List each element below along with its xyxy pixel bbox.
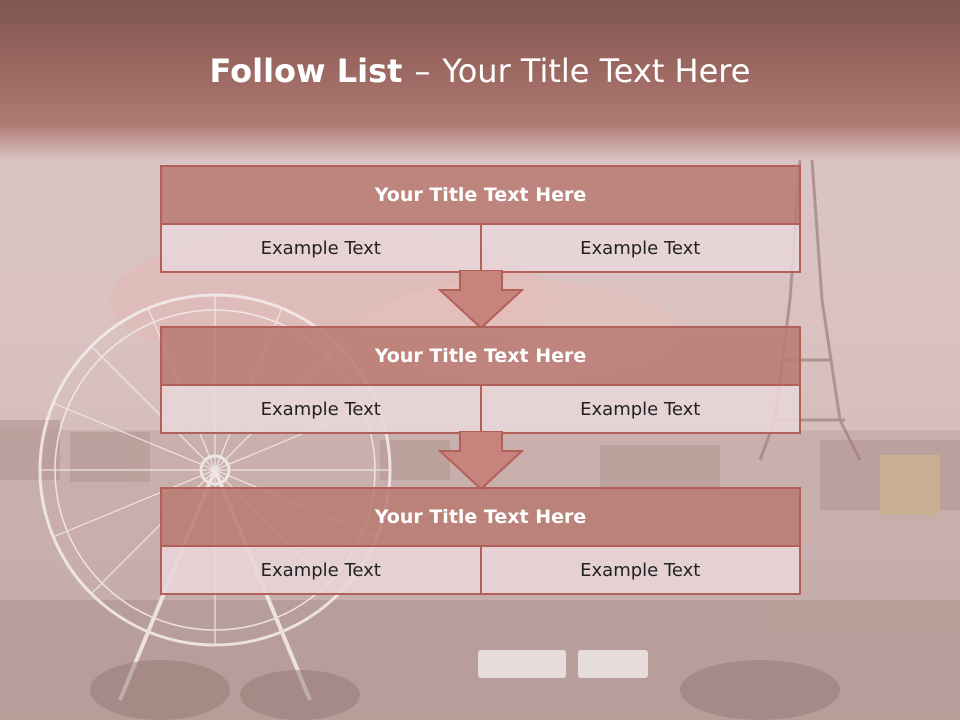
step-row: Example Text Example Text — [162, 386, 799, 432]
title-bold: Follow List — [209, 52, 403, 90]
down-arrow-icon — [438, 431, 524, 491]
down-arrow-icon — [438, 270, 524, 330]
header-band — [0, 0, 960, 160]
step-title: Your Title Text Here — [162, 489, 799, 547]
step-cell-left: Example Text — [260, 559, 381, 581]
step-cell-right: Example Text — [479, 386, 800, 432]
step-box-3: Your Title Text Here Example Text Exampl… — [160, 487, 801, 595]
slide-title: Follow List–Your Title Text Here — [0, 52, 960, 90]
step-row: Example Text Example Text — [162, 225, 799, 271]
step-box-2: Your Title Text Here Example Text Exampl… — [160, 326, 801, 434]
step-row: Example Text Example Text — [162, 547, 799, 593]
step-cell-right: Example Text — [479, 225, 800, 271]
step-box-1: Your Title Text Here Example Text Exampl… — [160, 165, 801, 273]
title-rest: Your Title Text Here — [442, 52, 751, 90]
title-dash: – — [414, 52, 431, 90]
step-title: Your Title Text Here — [162, 167, 799, 225]
step-cell-left: Example Text — [260, 398, 381, 420]
step-cell-left: Example Text — [260, 237, 381, 259]
step-title: Your Title Text Here — [162, 328, 799, 386]
step-cell-right: Example Text — [479, 547, 800, 593]
